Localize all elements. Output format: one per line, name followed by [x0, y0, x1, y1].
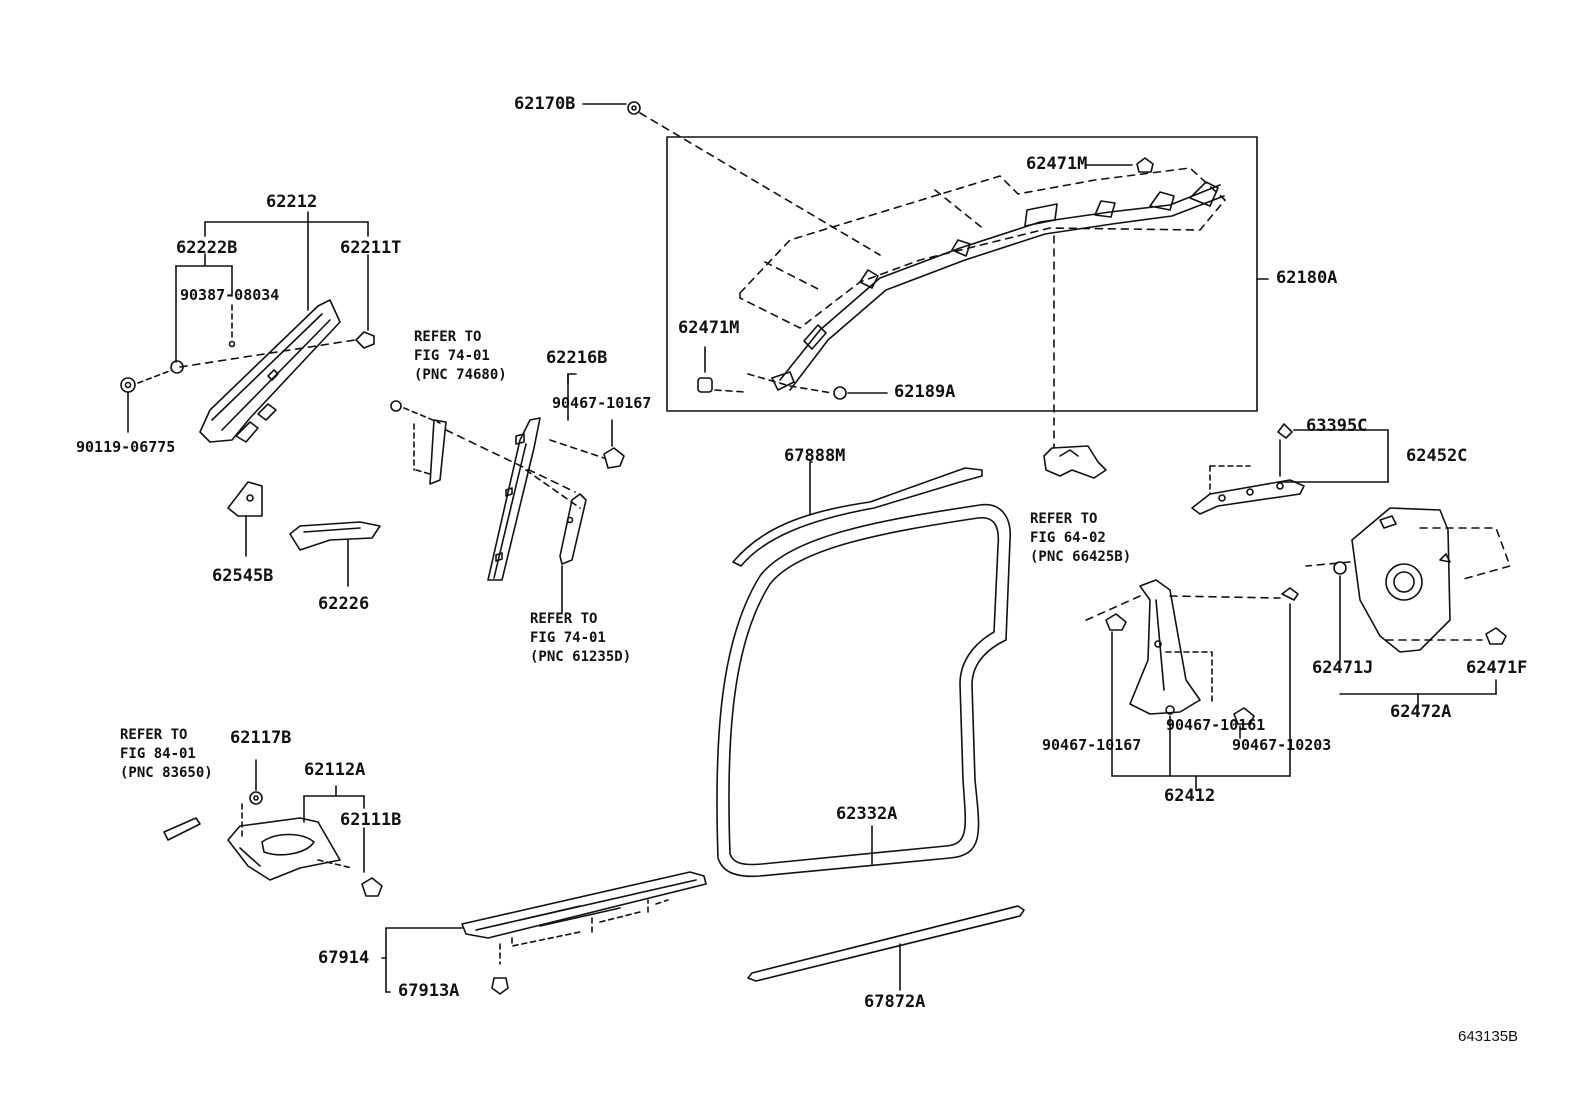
part-label-62471J: 62471J	[1312, 658, 1374, 678]
bracket-66425B	[1043, 445, 1107, 479]
clip-62222B	[170, 340, 236, 374]
part-label-62471M-left: 62471M	[678, 318, 740, 338]
part-label-90467-10161: 90467-10161	[1166, 716, 1266, 734]
clip-62170B	[627, 101, 641, 115]
bolt-62189A	[833, 386, 847, 400]
a-pillar-garnish	[199, 299, 341, 443]
clip-62111B	[361, 877, 383, 897]
clip-62117B	[241, 759, 263, 839]
part-label-62471M-top: 62471M	[1026, 154, 1088, 174]
clip-62471M-left	[697, 346, 746, 393]
clip-90467-10203	[1281, 587, 1299, 777]
airbag-outline	[739, 167, 1226, 329]
part-label-90467-10167-b: 90467-10167	[1042, 736, 1142, 754]
part-label-62412: 62412	[1164, 786, 1216, 806]
trim-62452C	[1191, 465, 1305, 515]
clip-90467-10167-b	[1105, 613, 1127, 777]
refer-note-61235D: REFER TO FIG 74-01 (PNC 61235D)	[530, 611, 632, 665]
curtain-airbag	[771, 181, 1225, 391]
bracket-61235D	[559, 493, 587, 613]
clip-62471M-top	[1086, 157, 1154, 173]
part-label-62189A: 62189A	[894, 382, 956, 402]
refer-note-74680: REFER TO FIG 74-01 (PNC 74680)	[414, 329, 507, 383]
refer-note-83650: REFER TO FIG 84-01 (PNC 83650)	[120, 727, 213, 781]
screw-90119-06775	[120, 369, 173, 433]
b-pillar-trim-62412	[1081, 579, 1281, 715]
part-label-90119-06775: 90119-06775	[76, 438, 176, 456]
part-label-62117B: 62117B	[230, 728, 292, 748]
part-label-90467-10167-a: 90467-10167	[552, 394, 652, 412]
scuff-plate-67914	[461, 871, 707, 965]
part-label-62471F: 62471F	[1466, 658, 1528, 678]
part-label-62180A: 62180A	[1276, 268, 1338, 288]
part-label-67872A: 67872A	[864, 992, 926, 1012]
part-label-62111B: 62111B	[340, 810, 402, 830]
part-label-62212: 62212	[266, 192, 318, 212]
clip-62471J	[1333, 561, 1347, 661]
clip-90467-10167-a	[603, 419, 625, 469]
quarter-trim-62472A	[1351, 507, 1451, 653]
part-label-67888M: 67888M	[784, 446, 846, 466]
clip-62471F	[1485, 627, 1507, 645]
part-label-62211T: 62211T	[340, 238, 402, 258]
part-label-62216B: 62216B	[546, 348, 608, 368]
airbag-group-box	[666, 136, 1258, 412]
clip-63395C	[1277, 423, 1389, 483]
bracket-74680	[390, 400, 576, 493]
part-label-62452C: 62452C	[1406, 446, 1468, 466]
part-label-63395C: 63395C	[1306, 416, 1368, 436]
part-label-90467-10203: 90467-10203	[1232, 736, 1332, 754]
pin-83650	[163, 817, 201, 841]
weatherstrip-67888M	[732, 461, 983, 567]
part-label-90387-08034: 90387-08034	[180, 286, 280, 304]
part-label-62112A: 62112A	[304, 760, 366, 780]
part-label-67913A: 67913A	[398, 981, 460, 1001]
refer-note-66425B: REFER TO FIG 64-02 (PNC 66425B)	[1030, 511, 1132, 565]
scuff-strip-67872A	[747, 905, 1025, 991]
trim-62226	[289, 521, 381, 587]
clip-62211T	[355, 331, 375, 349]
part-label-62332A: 62332A	[836, 804, 898, 824]
clip-67913A	[491, 977, 509, 995]
trim-62112A	[227, 817, 353, 881]
figure-code: 643135B	[1458, 1028, 1519, 1045]
part-label-67914: 67914	[318, 948, 370, 968]
clip-90467-10161	[1233, 707, 1255, 739]
door-weatherstrip-62332A	[716, 503, 1011, 878]
part-label-62472A: 62472A	[1390, 702, 1452, 722]
part-label-62222B: 62222B	[176, 238, 238, 258]
part-label-62545B: 62545B	[212, 566, 274, 586]
clip-center-62412	[1165, 705, 1175, 777]
part-label-62226: 62226	[318, 594, 370, 614]
trim-62545B	[227, 481, 263, 557]
part-label-62170B: 62170B	[514, 94, 576, 114]
